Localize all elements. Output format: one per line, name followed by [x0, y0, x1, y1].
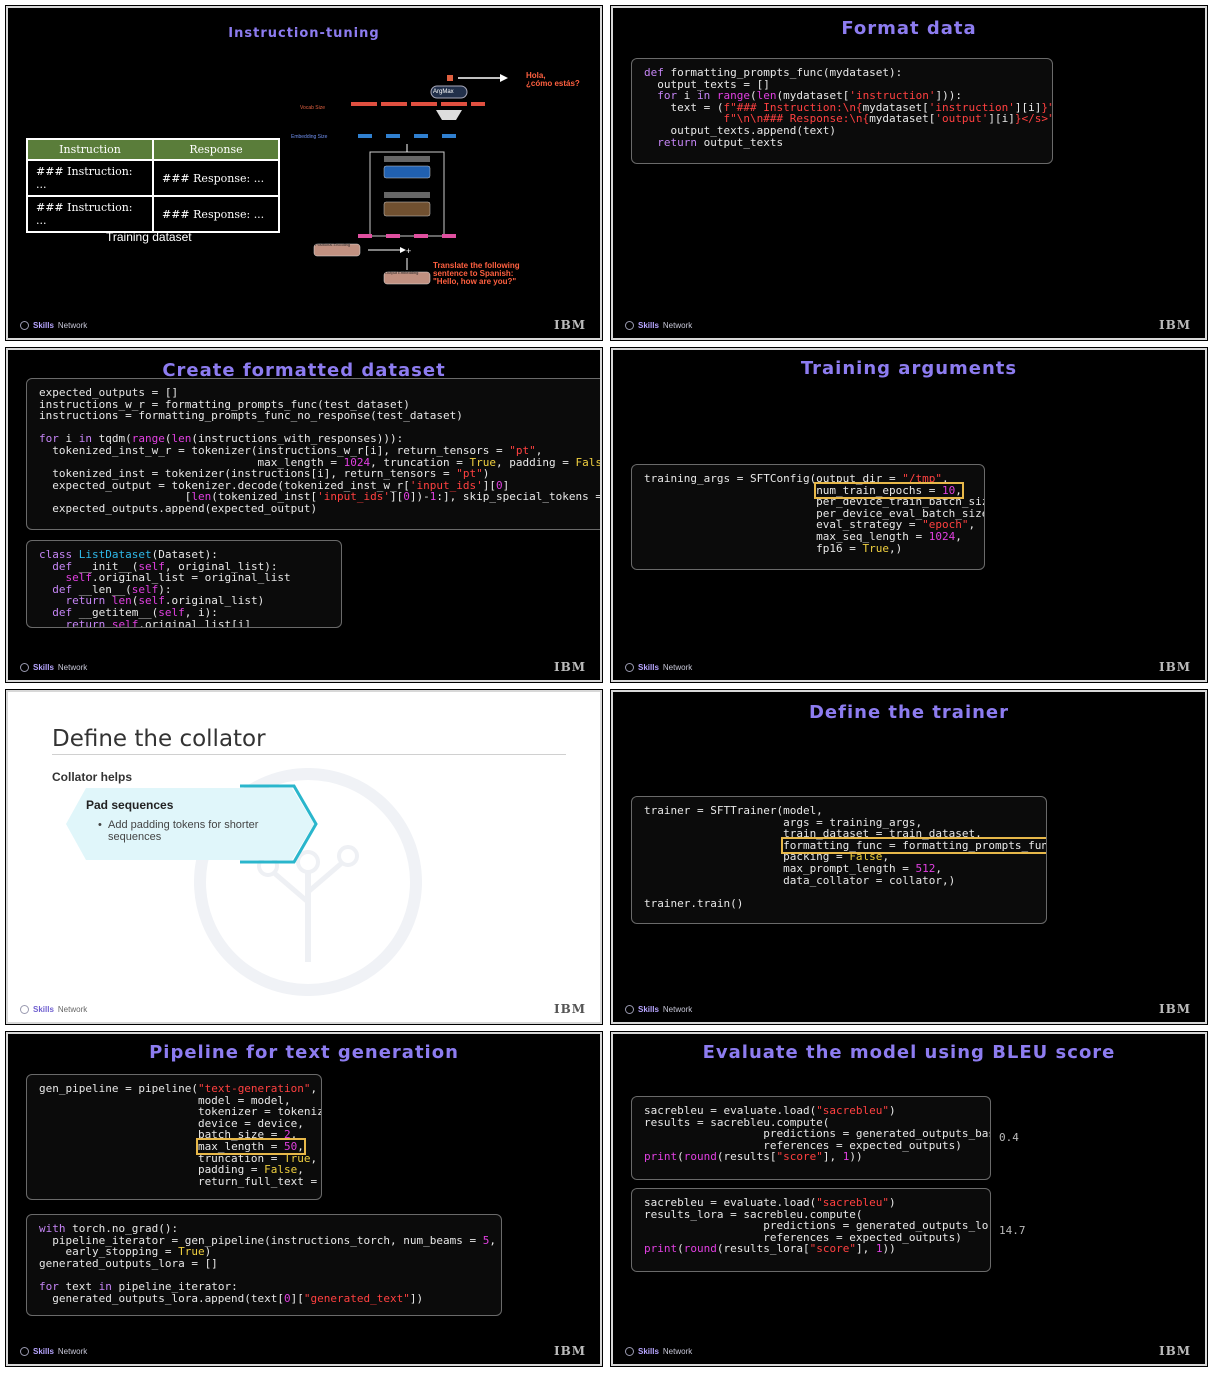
slide-title: Training arguments: [800, 358, 1018, 379]
title-divider: [52, 754, 566, 755]
ibm-logo: IBM: [1158, 660, 1191, 674]
code-block-trainer: trainer = SFTTrainer(model, args = train…: [631, 796, 1047, 924]
ibm-logo: IBM: [553, 1002, 586, 1016]
skills-network-icon: [20, 1347, 29, 1356]
slide-format-data[interactable]: Format data def formatting_prompts_func(…: [610, 5, 1208, 341]
slide-define-trainer[interactable]: Define the trainer trainer = SFTTrainer(…: [610, 689, 1208, 1025]
pad-sequences-card-shape: [66, 784, 318, 864]
slide-title: Evaluate the model using BLEU score: [702, 1042, 1116, 1063]
embedding-size-label: Embedding Size: [291, 134, 328, 140]
table-cell: ### Response: ...: [152, 195, 280, 233]
slide-instruction-tuning[interactable]: Instruction-tuning Instruction Response …: [5, 5, 603, 341]
vocab-size-label: Vocab Size: [300, 105, 326, 111]
bleu-score-lora: 14.7: [999, 1224, 1026, 1237]
table-cell: ### Instruction: ...: [26, 195, 154, 233]
table-cell: ### Instruction: ...: [26, 159, 154, 197]
ibm-logo: IBM: [1158, 318, 1191, 332]
skills-network-icon: [625, 1347, 634, 1356]
code-block-list-dataset: class ListDataset(Dataset): def __init__…: [26, 540, 342, 628]
skills-network-icon: [20, 321, 29, 330]
slide-title: Pipeline for text generation: [149, 1042, 459, 1063]
argmax-label: ArgMax: [433, 89, 454, 95]
slide-training-arguments[interactable]: Training arguments training_args = SFTCo…: [610, 347, 1208, 683]
skills-network-icon: [625, 321, 634, 330]
bleu-score-base: 0.4: [999, 1131, 1019, 1144]
skills-network-icon: [20, 1005, 29, 1014]
code-block-pipeline: gen_pipeline = pipeline("text-generation…: [26, 1074, 322, 1200]
slide-define-collator[interactable]: Define the collator Collator helps Pad s…: [5, 689, 603, 1025]
ibm-logo: IBM: [1158, 1002, 1191, 1016]
code-block-generation-loop: with torch.no_grad(): pipeline_iterator …: [26, 1214, 502, 1316]
output-text: Hola, ¿cómo estás?: [526, 71, 580, 88]
code-block-formatted-dataset: expected_outputs = [] instructions_w_r =…: [26, 378, 600, 530]
dataset-caption: Training dataset: [106, 230, 192, 244]
table-row: ### Instruction: ... ### Response: ...: [26, 159, 280, 197]
table-header-response: Response: [152, 138, 280, 161]
code-block-bleu-lora: sacrebleu = evaluate.load("sacrebleu") r…: [631, 1188, 991, 1272]
collator-subtitle: Collator helps: [52, 770, 133, 784]
card-title: Pad sequences: [86, 798, 174, 812]
ibm-logo: IBM: [1158, 1344, 1191, 1358]
slide-pipeline-text-generation[interactable]: Pipeline for text generation gen_pipelin…: [5, 1031, 603, 1367]
table-cell: ### Response: ...: [152, 159, 280, 197]
skills-network-icon: [20, 663, 29, 672]
skills-network-icon: [625, 663, 634, 672]
card-bullet: •Add padding tokens for shorter sequence…: [98, 819, 259, 843]
table-header-instruction: Instruction: [26, 138, 154, 161]
slide-title: Instruction-tuning: [228, 26, 380, 41]
slide-title: Define the trainer: [808, 702, 1010, 723]
ibm-logo: IBM: [553, 318, 586, 332]
transformer-diagram: +: [313, 74, 508, 285]
output-embedding-label: Output Embedding: [385, 270, 419, 275]
slide-title: Define the collator: [52, 726, 266, 752]
skills-network-icon: [625, 1005, 634, 1014]
svg-text:+: +: [406, 246, 411, 256]
ibm-logo: IBM: [553, 660, 586, 674]
slide-title: Create formatted dataset: [162, 360, 446, 381]
slide-title: Format data: [841, 18, 977, 39]
training-dataset-table: Instruction Response ### Instruction: ..…: [26, 138, 280, 233]
slide-evaluate-bleu[interactable]: Evaluate the model using BLEU score sacr…: [610, 1031, 1208, 1367]
positional-encoding-label: Positional Encoding: [315, 242, 351, 247]
code-block-training-args: training_args = SFTConfig(output_dir = "…: [631, 464, 985, 570]
code-block-bleu-base: sacrebleu = evaluate.load("sacrebleu") r…: [631, 1096, 991, 1180]
slide-create-formatted-dataset[interactable]: Create formatted dataset expected_output…: [5, 347, 603, 683]
ibm-logo: IBM: [553, 1344, 586, 1358]
table-row: ### Instruction: ... ### Response: ...: [26, 195, 280, 233]
input-text: Translate the following sentence to Span…: [433, 261, 520, 286]
code-block-format-func: def formatting_prompts_func(mydataset): …: [631, 58, 1053, 164]
